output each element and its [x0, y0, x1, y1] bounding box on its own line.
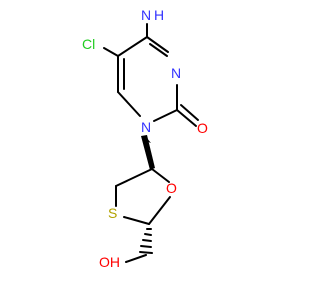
bond-c2-o [176, 109, 197, 127]
bond-c5-cl [103, 47, 119, 57]
carbonyl-oxygen-label: O [197, 120, 208, 136]
n1-label: N [141, 119, 151, 135]
hashed-bond-c2prime-ch2oh [139, 228, 153, 254]
wedge-bond-n1-c1prime-body [141, 135, 155, 170]
ring-oxygen-label: O [166, 180, 177, 196]
ring-sulfur-label: S [108, 205, 117, 221]
bond-c4-c5 [117, 36, 148, 57]
bond-s-c2prime [123, 216, 150, 225]
bond-n1-c2 [153, 109, 178, 122]
chlorine-label: Cl [82, 36, 95, 52]
bond-c1prime-ch2 [115, 168, 153, 187]
amino-hydrogen-label: H [154, 7, 164, 23]
hydroxyl-label: OH [99, 254, 120, 270]
bond-c4-n3 [146, 36, 169, 53]
n3-label: N [171, 65, 181, 81]
bond-c4-n3-double [149, 43, 168, 57]
bond-ch2-oh [125, 254, 147, 263]
molecule-structure: N H Cl N N O O S OH [82, 7, 208, 270]
amino-nitrogen-label: N [141, 7, 151, 23]
bond-c2-o-double [180, 104, 199, 121]
bond-o-c2prime [148, 196, 171, 225]
bond-c6-n1 [117, 91, 141, 117]
bond-c1prime-o [151, 168, 170, 183]
